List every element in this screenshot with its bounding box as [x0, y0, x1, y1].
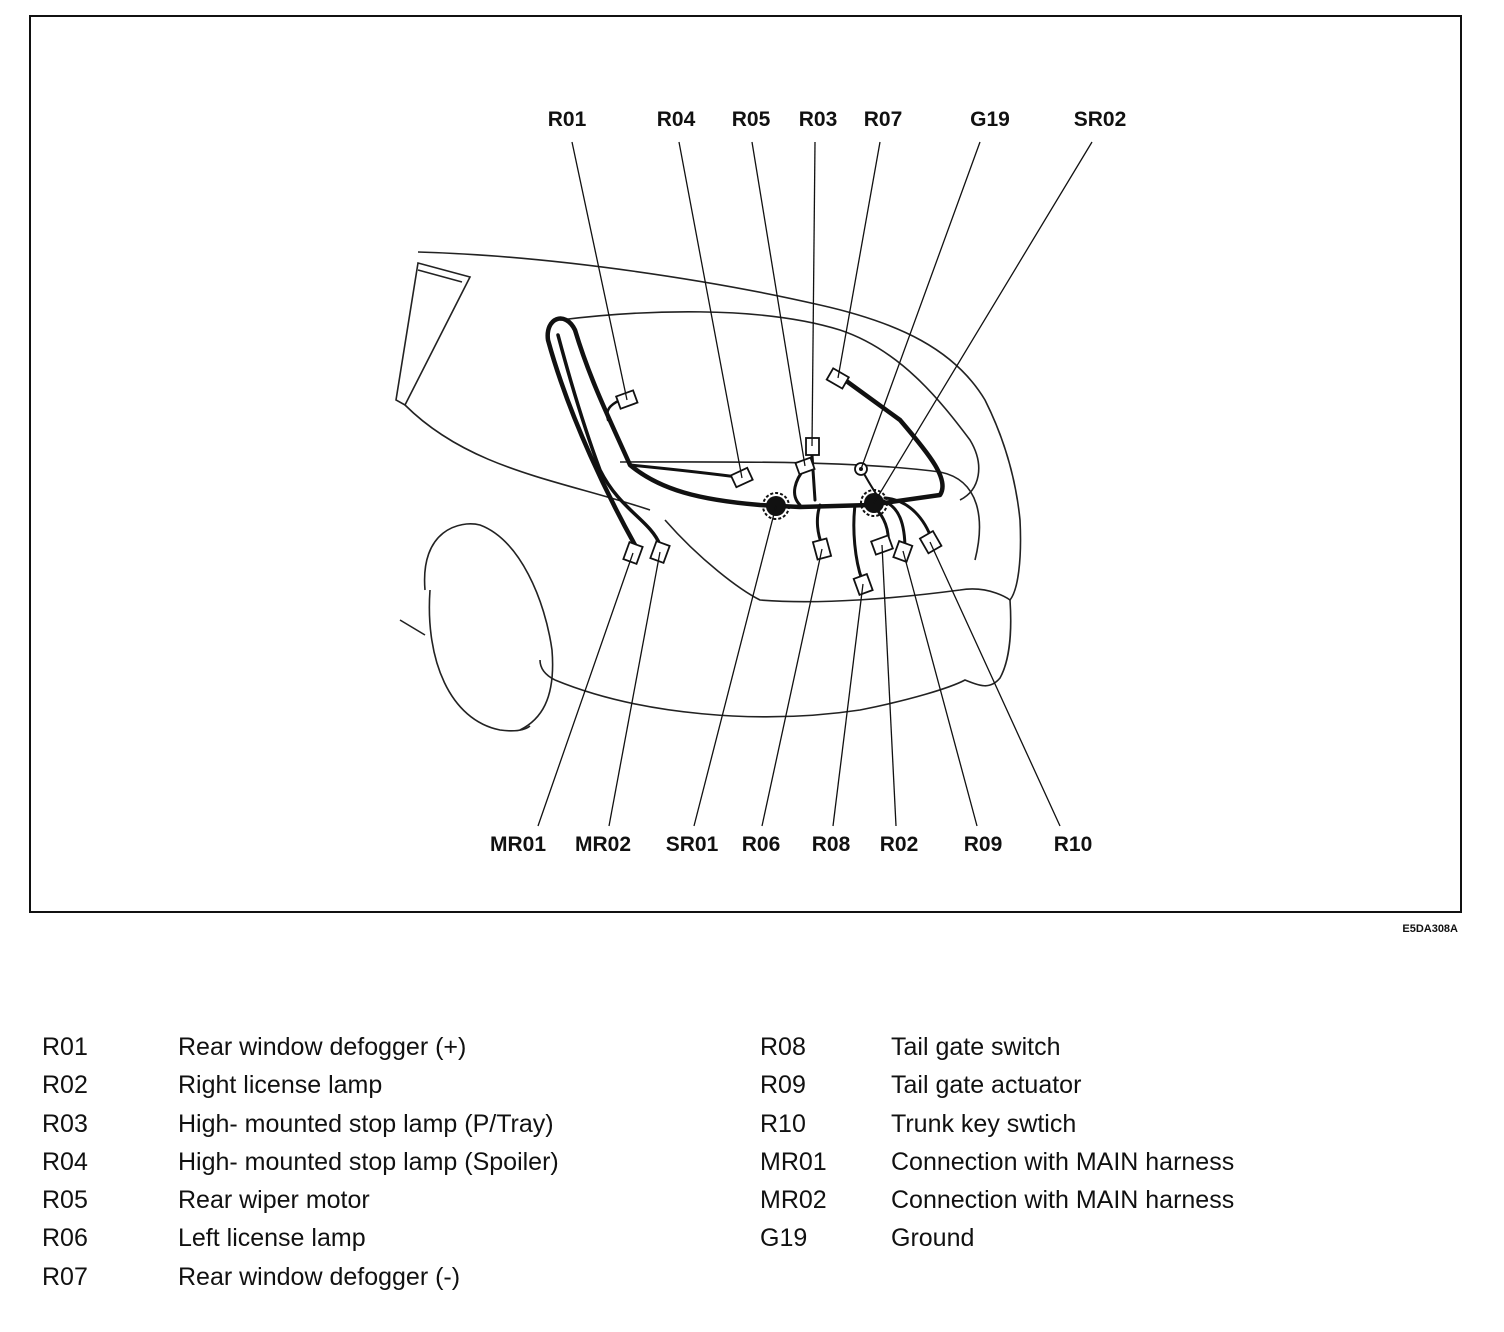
legend-row: R04 High- mounted stop lamp (Spoiler)	[42, 1143, 559, 1181]
legend-code: MR02	[760, 1186, 827, 1215]
legend-row: R10 Trunk key swtich	[760, 1105, 1234, 1143]
legend-row: MR02 Connection with MAIN harness	[760, 1181, 1234, 1219]
legend-desc: Rear window defogger (-)	[178, 1262, 461, 1291]
legend-desc: Connection with MAIN harness	[891, 1147, 1235, 1176]
callout-label: R04	[657, 108, 696, 131]
legend-desc: High- mounted stop lamp (P/Tray)	[178, 1109, 554, 1138]
legend-desc: Left license lamp	[178, 1224, 366, 1253]
legend-row: G19 Ground	[760, 1219, 1234, 1257]
legend-desc: Trunk key swtich	[891, 1109, 1077, 1138]
callout-label: R03	[799, 108, 838, 131]
diagram-frame	[29, 15, 1462, 913]
callout-label: MR02	[575, 833, 631, 856]
harness-diagram: R01 R04 R05 R03 R07 G19 SR02 MR01 MR02 S…	[29, 15, 1462, 935]
legend-row: R05 Rear wiper motor	[42, 1181, 559, 1219]
legend-code: R04	[42, 1147, 88, 1176]
callout-label: SR01	[666, 833, 719, 856]
legend-code: R07	[42, 1262, 88, 1291]
callout-label: SR02	[1074, 108, 1127, 131]
legend-code: R05	[42, 1186, 88, 1215]
figure-code: E5DA308A	[1402, 923, 1458, 935]
callout-label: G19	[970, 108, 1010, 131]
callout-label: R02	[880, 833, 919, 856]
legend-desc: Rear window defogger (+)	[178, 1033, 467, 1061]
legend-row: R09 Tail gate actuator	[760, 1066, 1234, 1104]
legend-row: MR01 Connection with MAIN harness	[760, 1143, 1234, 1181]
callout-label: R08	[812, 833, 851, 856]
legend-right: R08 Tail gate switch R09 Tail gate actuato…	[760, 1028, 1234, 1258]
legend-code: G19	[760, 1224, 808, 1253]
leader-lines-bottom	[537, 505, 1061, 827]
legend-code: R03	[42, 1109, 88, 1138]
legend-row: R08 Tail gate switch	[760, 1028, 1234, 1066]
legend-row: R02 Right license lamp	[42, 1066, 559, 1104]
legend-code: MR01	[760, 1147, 827, 1176]
legend-desc: High- mounted stop lamp (Spoiler)	[178, 1147, 559, 1176]
legend-row: R06 Left license lamp	[42, 1219, 559, 1257]
legend-row: R07 Rear window defogger (-)	[42, 1258, 559, 1296]
legend-desc: Tail gate switch	[891, 1033, 1061, 1061]
callout-label: MR01	[490, 833, 546, 856]
legend-code: R02	[42, 1071, 88, 1100]
callout-label: R05	[732, 108, 771, 131]
callout-label: R07	[864, 108, 903, 131]
legend-code: R10	[760, 1109, 806, 1138]
car-body-outline	[395, 251, 1022, 732]
legend-left: R01 Rear window defogger (+) R02 Right lic…	[42, 1028, 559, 1296]
callout-label: R09	[964, 833, 1003, 856]
callout-label: R01	[548, 108, 587, 131]
legend-code: R01	[42, 1033, 88, 1061]
legend-code: R08	[760, 1033, 806, 1061]
legend-desc: Rear wiper motor	[178, 1186, 370, 1215]
legend-code: R06	[42, 1224, 88, 1253]
legend-row: R03 High- mounted stop lamp (P/Tray)	[42, 1105, 559, 1143]
legend-code: R09	[760, 1071, 806, 1100]
connector	[614, 367, 943, 597]
callout-label: R06	[742, 833, 781, 856]
legend-row: R01 Rear window defogger (+)	[42, 1028, 559, 1066]
legend-desc: Right license lamp	[178, 1071, 383, 1100]
legend-desc: Ground	[891, 1224, 975, 1253]
callout-label: R10	[1054, 833, 1093, 856]
leader-lines-top	[571, 141, 1093, 504]
legend-desc: Connection with MAIN harness	[891, 1186, 1235, 1215]
legend-desc: Tail gate actuator	[891, 1071, 1082, 1100]
